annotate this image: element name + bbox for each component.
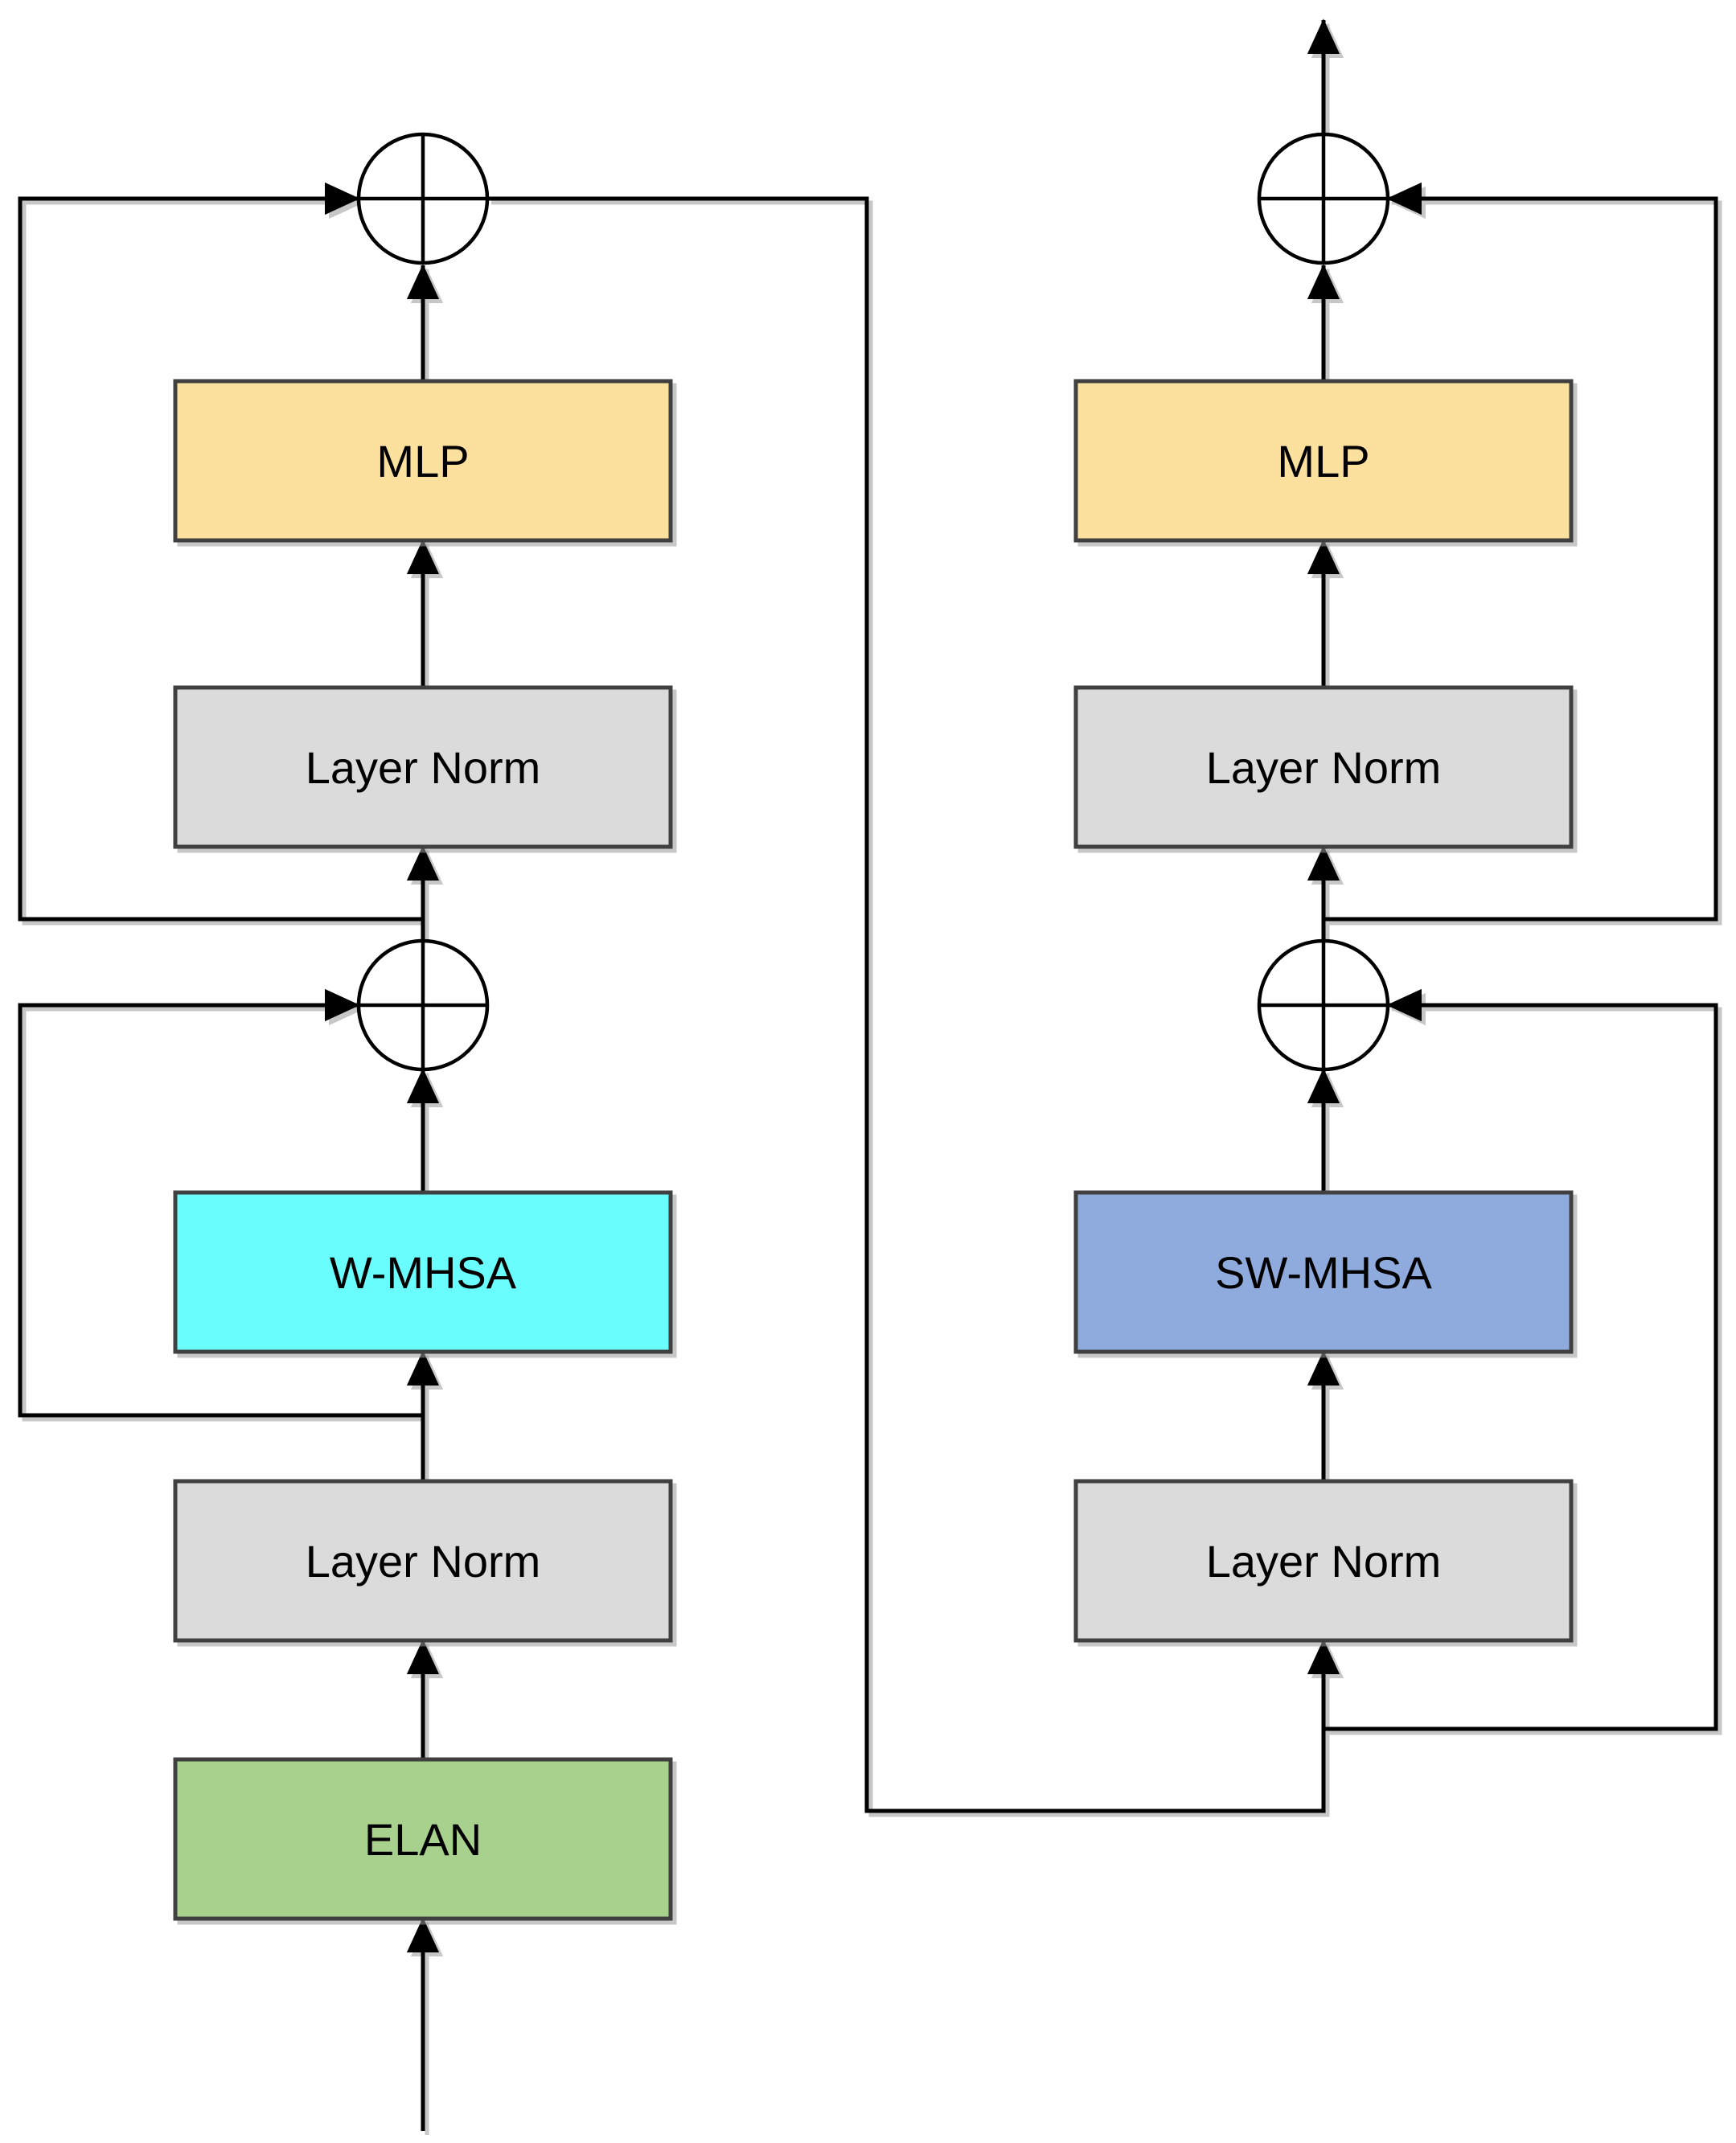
elan-box [173, 1757, 673, 1921]
block-label: SW-MHSA [1215, 1247, 1432, 1298]
connector-lines [18, 18, 1718, 2131]
skip-connection-swmhsa [1324, 988, 1718, 1731]
block-layernorm-upper-left: Layer Norm [173, 685, 673, 849]
block-label: Layer Norm [1206, 742, 1442, 793]
mlp-box [173, 379, 673, 543]
skip-connection-wmhsa [18, 988, 423, 1418]
add-node-icon [1257, 132, 1390, 265]
block-swmhsa: SW-MHSA [1073, 1190, 1574, 1354]
blocks: MLP Layer Norm W-MHSA Layer Norm ELAN ML… [173, 379, 1574, 1921]
add-node-icon [356, 132, 490, 265]
block-label: Layer Norm [306, 742, 541, 793]
block-wmhsa: W-MHSA [173, 1190, 673, 1354]
block-elan: ELAN [173, 1757, 673, 1921]
skip-connection-mlp-right [1324, 182, 1718, 922]
block-layernorm-lower-left: Layer Norm [173, 1479, 673, 1643]
sw-mhsa-box [1073, 1190, 1574, 1354]
layer-norm-box [1073, 685, 1574, 849]
skip-connection-mlp-left [18, 182, 423, 922]
block-mlp-left: MLP [173, 379, 673, 543]
block-label: Layer Norm [1206, 1536, 1442, 1587]
block-label: MLP [376, 436, 469, 486]
add-nodes [356, 132, 1390, 1072]
layer-norm-box [173, 685, 673, 849]
add-node-icon [1257, 938, 1390, 1072]
feed-line-left-to-right [487, 196, 1340, 1813]
mlp-box [1073, 379, 1574, 543]
layer-norm-box [1073, 1479, 1574, 1643]
add-node-icon [356, 938, 490, 1072]
block-label: W-MHSA [330, 1247, 517, 1298]
block-mlp-right: MLP [1073, 379, 1574, 543]
block-layernorm-lower-right: Layer Norm [1073, 1479, 1574, 1643]
block-label: MLP [1277, 436, 1369, 486]
layer-norm-box [173, 1479, 673, 1643]
w-mhsa-box [173, 1190, 673, 1354]
block-label: Layer Norm [306, 1536, 541, 1587]
block-layernorm-upper-right: Layer Norm [1073, 685, 1574, 849]
block-label: ELAN [364, 1814, 482, 1865]
